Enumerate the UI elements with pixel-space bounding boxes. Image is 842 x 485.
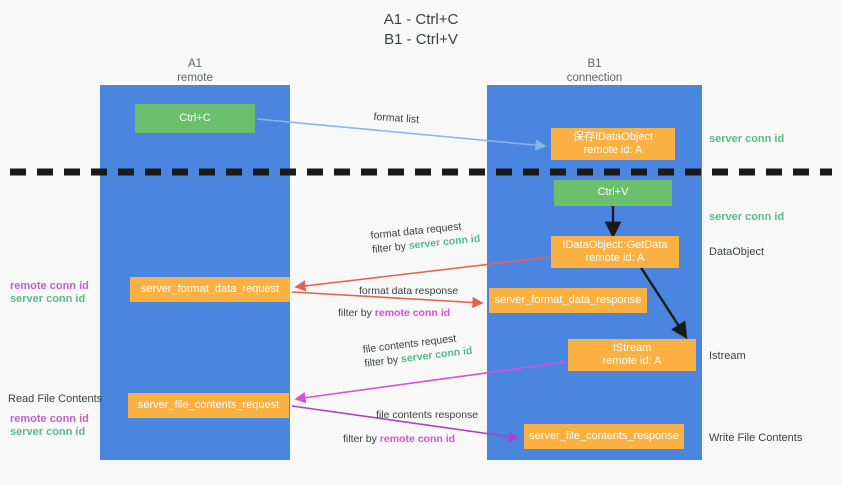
box-istream-line2: remote id: A [602, 355, 662, 367]
file-resp-filter-key: remote conn id [379, 433, 456, 445]
annotation-server-conn-id-1: server conn id [10, 293, 86, 305]
box-istream[interactable]: IStream remote id: A [568, 339, 696, 371]
edge-label-fmt-resp-line1: format data response [359, 285, 459, 297]
lane-a1-sub: remote [177, 72, 213, 84]
edge-label-file-contents-response: file contents response filter by remote … [343, 408, 479, 446]
fmt-resp-filter-key: remote conn id [374, 307, 451, 319]
annotation-write-file-contents: Write File Contents [709, 432, 803, 444]
arrow-format-data-response [291, 291, 484, 309]
box-istream-line1: IStream [612, 341, 652, 354]
box-server-file-contents-request[interactable]: server_file_contents_request [128, 393, 289, 418]
box-ctrl-c-line1: Ctrl+C [179, 111, 211, 124]
box-getdata-line1: IDataObject::GetData [562, 238, 668, 251]
annotation-server-conn-id-mid: server conn id [709, 211, 785, 223]
box-ctrl-v[interactable]: Ctrl+V [554, 180, 672, 206]
box-save-idataobject[interactable]: 保存IDataObject remote id: A [551, 128, 675, 160]
lane-a1-name: A1 [187, 58, 203, 70]
box-getdata-line2: remote id: A [585, 252, 645, 264]
edge-label-format-list: format list [373, 110, 420, 126]
box-idataobject-getdata[interactable]: IDataObject::GetData remote id: A [551, 236, 679, 268]
lane-header-a1: A1 remote [100, 57, 290, 85]
edge-label-format-data-response: format data response filter by remote co… [338, 284, 459, 320]
box-ctrl-v-line1: Ctrl+V [597, 186, 629, 199]
title-line-2: B1 - Ctrl+V [384, 31, 458, 48]
annotation-server-conn-id-2: server conn id [10, 426, 86, 438]
box-fmt-resp-line1: server_format_data_response [494, 293, 642, 306]
box-file-resp-line1: server_file_contents_response [529, 429, 679, 442]
arrow-format-list [256, 118, 547, 151]
box-server-format-data-response[interactable]: server_format_data_response [489, 288, 647, 313]
file-resp-filter-prefix: filter by [343, 433, 380, 445]
lane-header-b1: B1 connection [487, 57, 702, 85]
arrow-file-contents-response [291, 405, 520, 443]
edge-label-file-resp-line1: file contents response [376, 409, 479, 421]
annotation-remote-conn-id-1: remote conn id [10, 280, 89, 292]
edge-label-fmt-resp-line2: filter by remote conn id [338, 306, 458, 320]
box-save-idataobject-line1: 保存IDataObject [572, 130, 654, 143]
box-save-idataobject-line2: remote id: A [583, 144, 643, 156]
annotation-remote-conn-id-2: remote conn id [10, 413, 89, 425]
annotation-read-file-contents: Read File Contents [8, 393, 103, 405]
arrow-getdata-to-istream [638, 265, 688, 340]
annotation-server-conn-id-top: server conn id [709, 133, 785, 145]
box-server-format-data-request[interactable]: server_format_data_request [130, 277, 290, 302]
box-fmt-req-line1: server_format_data_request [140, 282, 280, 295]
fmt-req-filter-prefix: filter by [371, 240, 410, 256]
lane-b1-name: B1 [587, 58, 602, 70]
annotation-dataobject: DataObject [709, 246, 765, 258]
box-file-req-line1: server_file_contents_request [137, 398, 280, 411]
page-title: A1 - Ctrl+C B1 - Ctrl+V [0, 10, 842, 50]
annotation-istream: Istream [709, 350, 746, 362]
fmt-resp-filter-prefix: filter by [338, 307, 375, 319]
lane-b1-sub: connection [566, 72, 623, 84]
title-line-1: A1 - Ctrl+C [383, 11, 459, 28]
box-server-file-contents-response[interactable]: server_file_contents_response [524, 424, 684, 449]
box-ctrl-c[interactable]: Ctrl+C [135, 104, 255, 133]
edge-label-file-resp-line2: filter by remote conn id [343, 432, 478, 446]
arrow-format-data-request [294, 256, 552, 292]
arrow-file-contents-request [294, 361, 567, 404]
